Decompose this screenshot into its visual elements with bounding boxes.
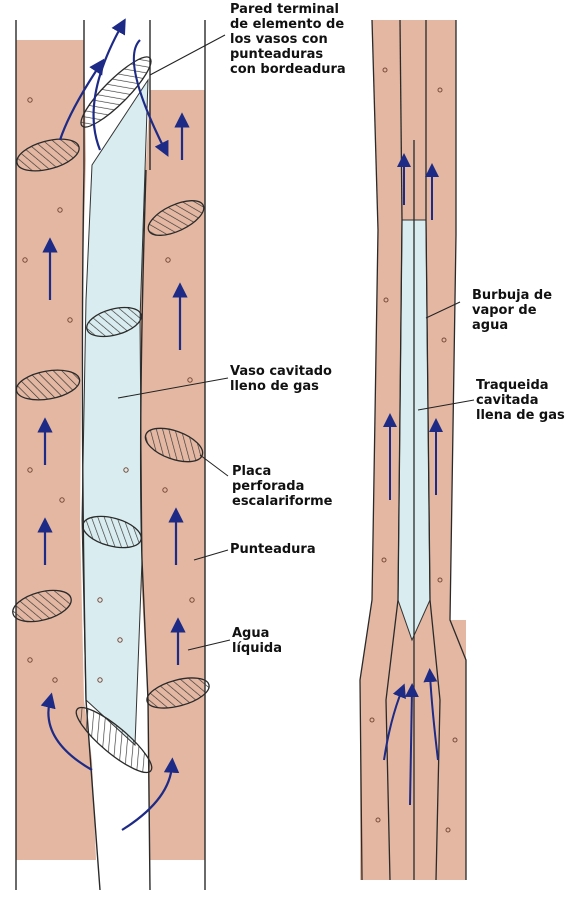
label-pit: Punteadura <box>230 542 316 557</box>
label-scalariform-plate: Placa perforada escalariforme <box>232 464 333 509</box>
label-end-wall: Pared terminal de elemento de los vasos … <box>230 2 346 77</box>
label-liquid-water: Agua líquida <box>232 626 282 656</box>
vessel-column <box>9 20 212 890</box>
label-cavitated-tracheid: Traqueida cavitada llena de gas <box>476 378 565 423</box>
label-cavitated-vessel: Vaso cavitado lleno de gas <box>230 364 332 394</box>
tracheid-column <box>360 20 466 880</box>
label-vapor-bubble: Burbuja de vapor de agua <box>472 288 552 333</box>
cavitated-vessel <box>82 80 148 745</box>
